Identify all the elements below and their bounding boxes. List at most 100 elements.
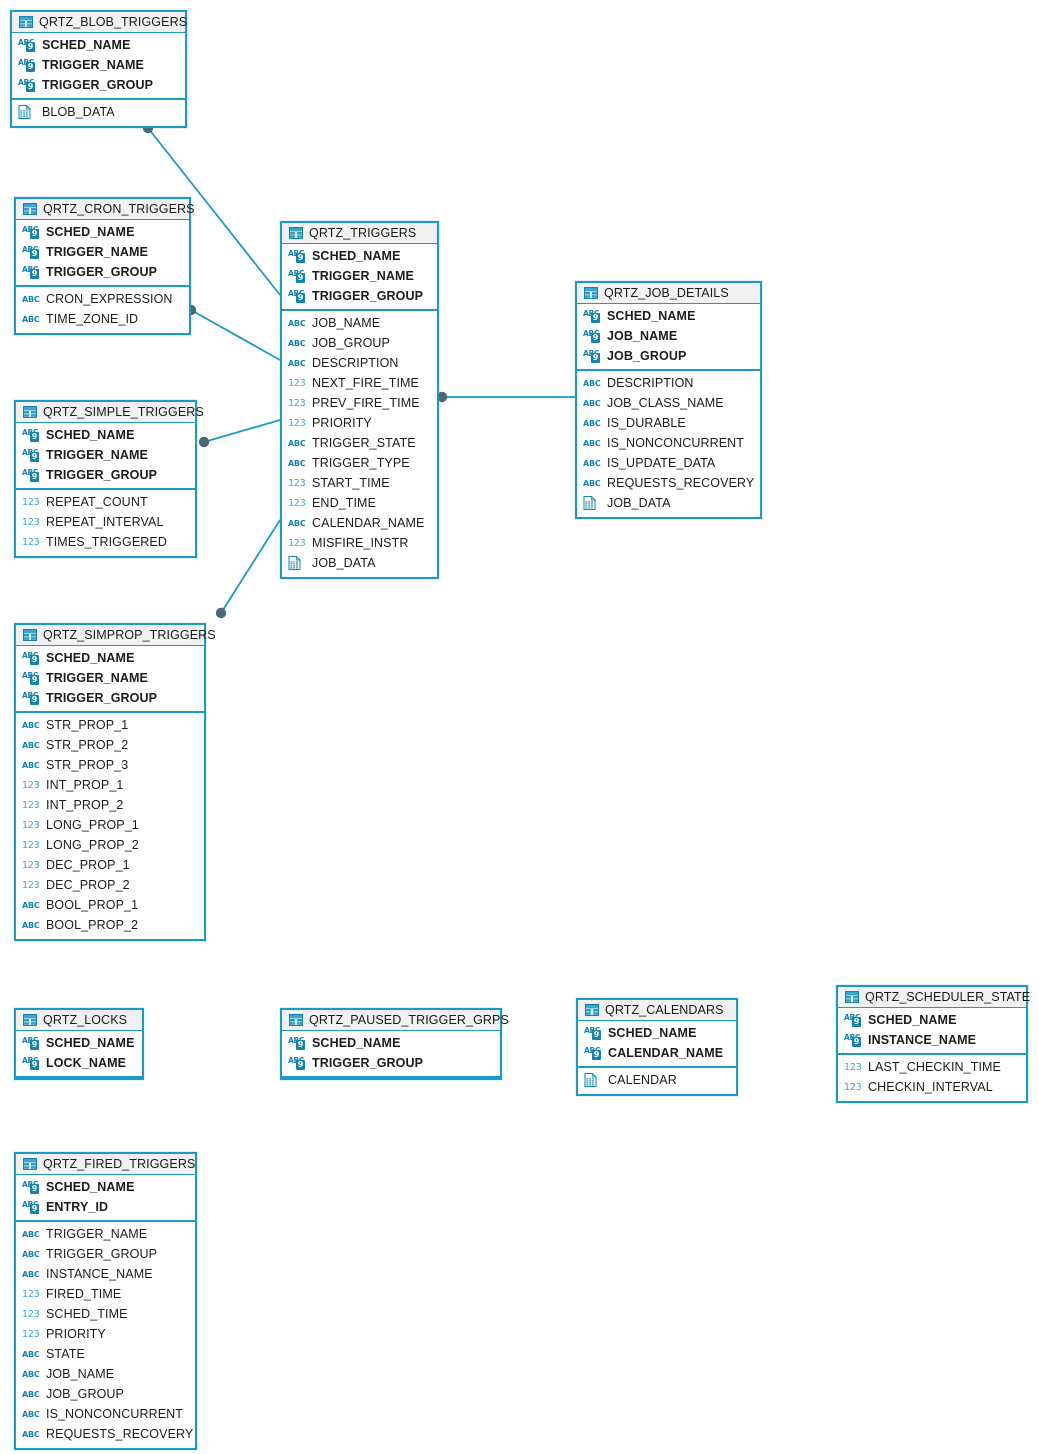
column-row[interactable]: ABC9SCHED_NAME [16,425,195,445]
entity-header[interactable]: QRTZ_BLOB_TRIGGERS [12,12,187,33]
column-row[interactable]: ABC9JOB_NAME [577,326,760,346]
column-row[interactable]: ABC9TRIGGER_GROUP [16,465,195,485]
entity-header[interactable]: QRTZ_SCHEDULER_STATE [838,987,1030,1008]
relationship-endpoint-dot[interactable] [198,436,210,448]
relationship-line-rel-cron-triggers[interactable] [190,309,281,361]
column-row[interactable]: ABC9TRIGGER_GROUP [12,75,185,95]
column-row[interactable]: ABC9SCHED_NAME [16,648,204,668]
column-row[interactable]: ABC9SCHED_NAME [578,1023,736,1043]
relationship-line-rel-simple-triggers[interactable] [203,419,281,443]
column-row[interactable]: ABC9SCHED_NAME [282,246,437,266]
column-row[interactable]: ABC9TRIGGER_NAME [12,55,185,75]
relationship-line-rel-simprop-triggers[interactable] [220,519,281,614]
entity-table-qrtz_cron_triggers[interactable]: QRTZ_CRON_TRIGGERSABC9SCHED_NAMEABC9TRIG… [14,197,194,335]
entity-table-qrtz_simprop_triggers[interactable]: QRTZ_SIMPROP_TRIGGERSABC9SCHED_NAMEABC9T… [14,623,216,941]
entity-table-qrtz_calendars[interactable]: QRTZ_CALENDARSABC9SCHED_NAMEABC9CALENDAR… [576,998,738,1096]
column-row[interactable]: ABC9SCHED_NAME [838,1010,1026,1030]
entity-table-qrtz_simple_triggers[interactable]: QRTZ_SIMPLE_TRIGGERSABC9SCHED_NAMEABC9TR… [14,400,204,558]
entity-table-qrtz_triggers[interactable]: QRTZ_TRIGGERSABC9SCHED_NAMEABC9TRIGGER_N… [280,221,439,579]
entity-table-qrtz_paused_trigger_grps[interactable]: QRTZ_PAUSED_TRIGGER_GRPSABC9SCHED_NAMEAB… [280,1008,509,1080]
column-row[interactable]: ABC9TRIGGER_GROUP [16,262,189,282]
column-row[interactable]: ABC9INSTANCE_NAME [838,1030,1026,1050]
entity-header[interactable]: QRTZ_CALENDARS [578,1000,736,1021]
entity-header[interactable]: QRTZ_PAUSED_TRIGGER_GRPS [282,1010,509,1031]
column-row[interactable]: JOB_DATA [282,553,437,573]
column-row[interactable]: BLOB_DATA [12,102,185,122]
entity-header[interactable]: QRTZ_FIRED_TRIGGERS [16,1154,195,1175]
entity-header[interactable]: QRTZ_CRON_TRIGGERS [16,199,194,220]
column-row[interactable]: ABC9SCHED_NAME [577,306,760,326]
column-row[interactable]: ABC9TRIGGER_NAME [16,445,195,465]
column-row[interactable]: ABC9LOCK_NAME [16,1053,142,1073]
entity-header[interactable]: QRTZ_LOCKS [16,1010,142,1031]
entity-table-qrtz_scheduler_state[interactable]: QRTZ_SCHEDULER_STATEABC9SCHED_NAMEABC9IN… [836,985,1030,1103]
entity-table-qrtz_job_details[interactable]: QRTZ_JOB_DETAILSABC9SCHED_NAMEABC9JOB_NA… [575,281,762,519]
column-row[interactable]: ABC9TRIGGER_NAME [282,266,437,286]
column-row[interactable]: ABC9SCHED_NAME [282,1033,500,1053]
column-row[interactable]: ABC9TRIGGER_NAME [16,242,189,262]
entity-header[interactable]: QRTZ_JOB_DETAILS [577,283,760,304]
column-row[interactable]: ABC9SCHED_NAME [16,1033,142,1053]
column-row[interactable]: CALENDAR [578,1070,736,1090]
column-row[interactable]: JOB_DATA [577,493,760,513]
column-row[interactable]: ABC9CALENDAR_NAME [578,1043,736,1063]
column-row[interactable]: ABC9SCHED_NAME [16,222,189,242]
column-row[interactable]: ABC9TRIGGER_NAME [16,668,204,688]
entity-table-qrtz_fired_triggers[interactable]: QRTZ_FIRED_TRIGGERSABC9SCHED_NAMEABC9ENT… [14,1152,197,1450]
column-row[interactable]: ABC9SCHED_NAME [12,35,185,55]
column-row[interactable]: ABC9TRIGGER_GROUP [282,1053,500,1073]
column-row[interactable]: ABC9ENTRY_ID [16,1197,195,1217]
column-row[interactable]: ABC9TRIGGER_GROUP [282,286,437,306]
column-row[interactable]: ABC9TRIGGER_GROUP [16,688,204,708]
entity-header[interactable]: QRTZ_SIMPLE_TRIGGERS [16,402,204,423]
entity-header[interactable]: QRTZ_SIMPROP_TRIGGERS [16,625,216,646]
column-row[interactable]: ABC9JOB_GROUP [577,346,760,366]
entity-header[interactable]: QRTZ_TRIGGERS [282,223,437,244]
